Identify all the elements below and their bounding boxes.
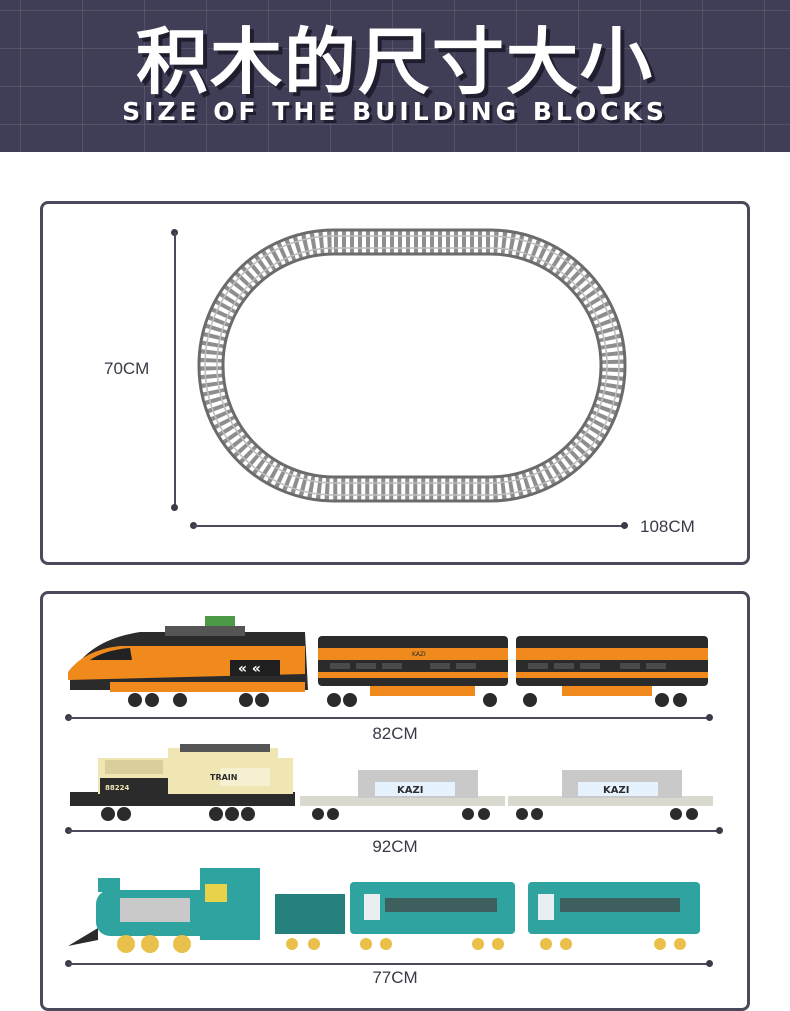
car-logo-text: KAZI xyxy=(412,651,426,658)
track-height-label: 70CM xyxy=(104,359,150,378)
track-panel xyxy=(40,201,750,565)
train2-length-label: 92CM xyxy=(372,837,418,856)
container1-text: KAZI xyxy=(397,785,423,796)
loco-train-text: TRAIN xyxy=(210,773,237,782)
width-dimension-line xyxy=(193,525,625,527)
oval-track-image xyxy=(197,228,627,503)
loco-number-text: 88224 xyxy=(105,784,129,792)
title-english: SIZE OF THE BUILDING BLOCKS xyxy=(122,97,668,126)
track-rail-right xyxy=(216,247,608,484)
train3-dim-right-dot xyxy=(706,960,713,967)
track-width-label: 108CM xyxy=(640,517,695,536)
train1-dimension-line xyxy=(68,717,710,719)
train3-length-label: 77CM xyxy=(372,968,418,987)
svg-text:« «: « « xyxy=(238,661,261,677)
train1-dim-right-dot xyxy=(706,714,713,721)
width-dim-right-dot xyxy=(621,522,628,529)
title-chinese: 积木的尺寸大小 xyxy=(135,20,654,104)
train1-length-label: 82CM xyxy=(372,724,418,743)
track-outer-rail xyxy=(197,228,627,503)
height-dim-bottom-dot xyxy=(171,504,178,511)
train2-dimension-line xyxy=(68,830,720,832)
container2-text: KAZI xyxy=(603,785,629,796)
track-inner-rail xyxy=(221,252,603,479)
train3-dimension-line xyxy=(68,963,710,965)
track-rail-left xyxy=(204,235,620,496)
height-dimension-line xyxy=(174,232,176,508)
header-banner: 积木的尺寸大小 SIZE OF THE BUILDING BLOCKS xyxy=(0,0,790,152)
train2-dim-right-dot xyxy=(716,827,723,834)
